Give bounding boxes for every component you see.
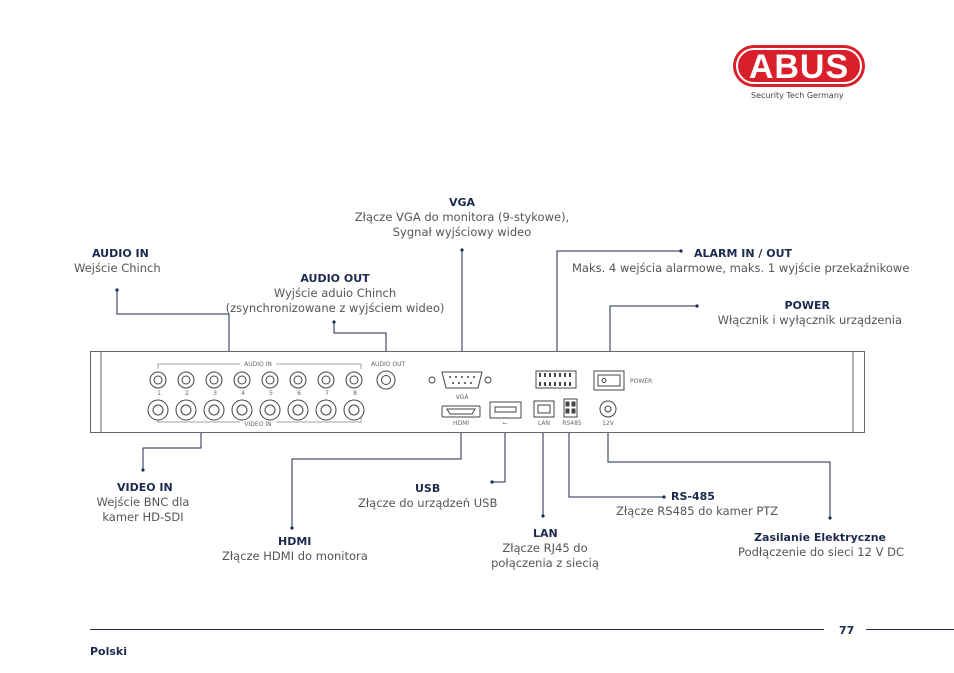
dc-12v-socket: [599, 400, 617, 418]
callout-text: połączenia z siecią: [491, 556, 599, 570]
usb-symbol-icon: ⭠: [503, 420, 508, 427]
callout-title: AUDIO IN: [92, 247, 149, 260]
callout-lan: LAN Złącze RJ45 do połączenia z siecią: [480, 526, 610, 571]
callout-rs485: RS-485 Złącze RS485 do kamer PTZ: [616, 489, 778, 519]
callout-audio-in: AUDIO IN Wejście Chinch: [74, 246, 161, 276]
audio-in-jacks: [149, 371, 363, 389]
footer-language: Polski: [90, 645, 128, 658]
alarm-terminal: [535, 370, 577, 389]
callout-text: Złącze RS485 do kamer PTZ: [616, 504, 779, 518]
callout-text: Złącze VGA do monitora (9-stykowe),: [354, 210, 570, 224]
device-rear-panel: AUDIO IN VIDEO IN AUDIO OUT 1 2 3 4 5 6 …: [90, 351, 865, 433]
hdmi-port: [441, 405, 481, 418]
lan-port: [533, 400, 555, 418]
callout-title: LAN: [533, 527, 558, 540]
callout-title: VIDEO IN: [117, 481, 173, 494]
channel-number: 7: [325, 390, 329, 397]
callout-text: Złącze HDMI do monitora: [222, 549, 368, 563]
callout-alarm: ALARM IN / OUT Maks. 4 wejścia alarmowe,…: [572, 246, 909, 276]
callout-text: Włącznik i wyłącznik urządzenia: [717, 313, 902, 327]
panel-label-hdmi: HDMI: [453, 420, 469, 427]
callout-hdmi: HDMI Złącze HDMI do monitora: [222, 534, 368, 564]
callout-text: Złącze RJ45 do: [502, 541, 588, 555]
footer-rule-left: [90, 629, 824, 630]
callout-text: (zsynchronizowane z wyjściem wideo): [225, 301, 445, 315]
callout-text: Wejście BNC dla: [96, 495, 190, 509]
callout-text: Złącze do urządzeń USB: [358, 496, 498, 510]
panel-label-12v: 12V: [602, 420, 615, 427]
callout-title: RS-485: [671, 490, 715, 503]
video-in-jacks: [147, 399, 365, 421]
callout-title: HDMI: [278, 535, 312, 548]
channel-number: 6: [297, 390, 301, 397]
callout-audio-out: AUDIO OUT Wyjście aduio Chinch (zsynchro…: [219, 271, 451, 316]
callout-power-supply: Zasilanie Elektryczne Podłączenie do sie…: [700, 530, 904, 560]
panel-label-rs485: RS485: [562, 420, 582, 427]
channel-number: 3: [213, 390, 217, 397]
callout-title: VGA: [448, 196, 476, 209]
audio-out-jack: [376, 370, 396, 390]
channel-number: 4: [241, 390, 245, 397]
panel-label-power: POWER: [630, 378, 652, 385]
panel-label-audio-in: AUDIO IN: [244, 361, 272, 368]
panel-label-vga: VGA: [456, 394, 470, 401]
callout-power: POWER Włącznik i wyłącznik urządzenia: [700, 298, 902, 328]
callout-text: Sygnał wyjściowy wideo: [392, 225, 532, 239]
channel-number: 5: [269, 390, 273, 397]
channel-number: 8: [353, 390, 357, 397]
callout-usb: USB Złącze do urządzeń USB: [358, 481, 497, 511]
brand-tagline: Security Tech Germany: [751, 91, 844, 100]
callout-title: ALARM IN / OUT: [694, 247, 793, 260]
abus-logo: ABUS: [732, 44, 866, 88]
callout-text: Maks. 4 wejścia alarmowe, maks. 1 wyjści…: [572, 261, 910, 275]
logo-text: ABUS: [749, 48, 849, 86]
callout-text: kamer HD-SDI: [102, 510, 184, 524]
panel-label-lan: LAN: [538, 420, 550, 427]
usb-port: [489, 401, 522, 419]
callout-vga: VGA Złącze VGA do monitora (9-stykowe), …: [340, 195, 584, 240]
callout-text: Wyjście aduio Chinch: [273, 286, 397, 300]
panel-label-audio-out: AUDIO OUT: [371, 361, 406, 368]
callout-text: Podłączenie do sieci 12 V DC: [738, 545, 904, 559]
callout-title: POWER: [784, 299, 830, 312]
rs485-port: [563, 398, 578, 418]
channel-number: 2: [185, 390, 189, 397]
power-switch: [593, 370, 625, 391]
panel-label-video-in: VIDEO IN: [244, 421, 271, 428]
callout-text: Wejście Chinch: [74, 261, 161, 275]
callout-title: USB: [415, 482, 441, 495]
callout-title: AUDIO OUT: [300, 272, 370, 285]
callout-video-in: VIDEO IN Wejście BNC dla kamer HD-SDI: [80, 480, 206, 525]
footer-rule-right: [866, 629, 954, 630]
page-number: 77: [839, 624, 855, 637]
vga-port: [428, 371, 492, 389]
channel-number: 1: [157, 390, 161, 397]
callout-title: Zasilanie Elektryczne: [754, 531, 886, 544]
